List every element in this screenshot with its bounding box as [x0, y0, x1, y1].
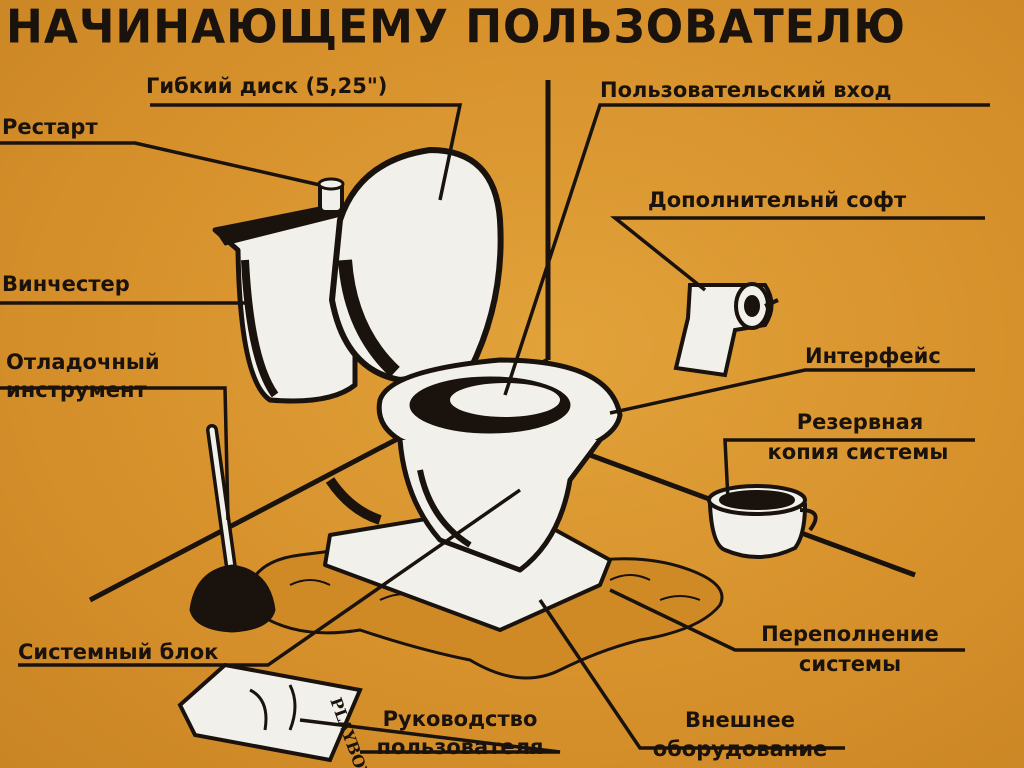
label-interface: Интерфейс	[805, 344, 941, 368]
label-debugger-line1: Отладочный	[6, 350, 160, 374]
label-user-input: Пользовательский вход	[600, 78, 892, 102]
label-restart: Рестарт	[2, 115, 98, 139]
label-manual-line2: пользователя	[376, 735, 544, 759]
label-system-unit: Системный блок	[18, 640, 219, 664]
label-extra-soft: Дополнительнй софт	[648, 188, 907, 212]
label-external-line1: Внешнее	[684, 708, 796, 732]
plunger-icon	[189, 424, 276, 633]
label-backup-line1: Резервная	[796, 410, 924, 434]
toilet-paper-icon	[673, 282, 779, 378]
mug-icon	[707, 484, 818, 560]
label-floppy: Гибкий диск (5,25")	[146, 74, 388, 98]
toilet-illustration	[212, 147, 623, 632]
label-manual-line1: Руководство	[382, 707, 538, 731]
leader-lines	[0, 103, 990, 754]
label-external-line2: оборудование	[652, 737, 828, 761]
label-overflow-line2: системы	[798, 652, 902, 676]
label-backup-line2: копия системы	[767, 440, 949, 464]
label-debugger-line2: инструмент	[6, 378, 147, 402]
label-overflow-line1: Переполнение	[761, 622, 939, 646]
page-title: НАЧИНАЮЩЕМУ ПОЛЬЗОВАТЕЛЮ	[6, 0, 907, 55]
label-hdd: Винчестер	[2, 272, 130, 296]
